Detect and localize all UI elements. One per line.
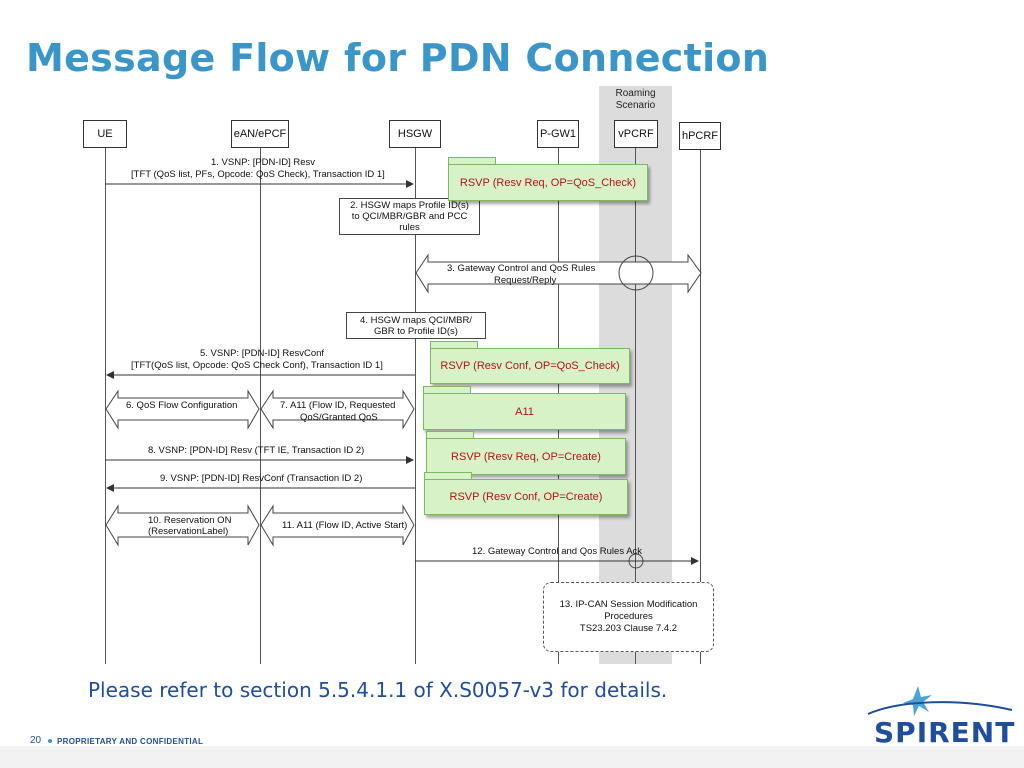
confidentiality-notice: PROPRIETARY AND CONFIDENTIAL [57,737,204,746]
note-rsvp-resv-req-qos-check: RSVP (Resv Req, OP=QoS_Check) [448,164,648,201]
lifeline-ean [260,148,261,664]
section-reference-text: Please refer to section 5.5.4.1.1 of X.S… [88,678,668,702]
step-13-line1: 13. IP-CAN Session Modification [559,599,698,610]
page-number: 20 [30,735,42,746]
entity-hpcrf: hPCRF [679,122,721,150]
msg-1-params: [TFT (QoS list, PFs, Opcode: QoS Check),… [131,169,385,180]
step-2-line1: 2. HSGW maps Profile ID(s) [350,200,469,211]
vpcrf-intercept-circle-2 [628,553,644,569]
msg-12-label: 12. Gateway Control and Qos Rules Ack [472,546,643,557]
msg-9-label: 9. VSNP: [PDN-ID] ResvConf (Transaction … [160,473,363,484]
note-1-tab [448,157,496,165]
msg-7-label-2: QoS/Granted QoS [300,412,378,423]
arrow-msg-7 [260,389,415,430]
step-13-box: 13. IP-CAN Session Modification Procedur… [543,582,714,652]
footer-bullet [48,739,52,743]
vpcrf-intercept-circle-1 [618,255,654,291]
msg-6-label: 6. QoS Flow Configuration [126,400,238,411]
spirent-logo-text: SPIRENT [874,716,1016,749]
lifeline-ue [105,148,106,664]
lifeline-hsgw [415,148,416,664]
note-rsvp-resv-req-create: RSVP (Resv Req, OP=Create) [426,438,626,475]
note-2-tab [430,341,478,349]
msg-10-label: 10. Reservation ON [148,515,232,526]
note-a11: A11 [423,393,626,430]
msg-7-label: 7. A11 (Flow ID, Requested [280,400,396,411]
step-4-line2: GBR to Profile ID(s) [374,325,458,337]
msg-10-label-2: (ReservationLabel) [148,526,229,537]
step-13-line3: TS23.203 Clause 7.4.2 [579,623,678,634]
step-2-line2: to QCI/MBR/GBR and PCC [351,211,468,222]
msg-1-label: 1. VSNP: [PDN-ID] Resv [211,157,315,168]
roaming-label-line2: Scenario [615,100,656,111]
step-2-line3: rules [399,222,420,233]
logo-star-icon [903,686,932,716]
roaming-label-line1: Roaming [615,88,656,99]
entity-hsgw: HSGW [389,120,441,148]
msg-3-label-2: Request/Reply [494,275,557,286]
entity-vpcrf: vPCRF [614,120,658,148]
footer-bar [0,746,1024,768]
msg-8-label: 8. VSNP: [PDN-ID] Resv (TFT IE, Transact… [148,445,365,456]
note-4-tab [426,431,474,439]
arrow-msg-11 [260,504,415,547]
step-4-line1: 4. HSGW maps QCI/MBR/ [360,314,472,326]
note-rsvp-resv-conf-create: RSVP (Resv Conf, OP=Create) [424,479,628,515]
note-3-tab [423,386,471,394]
note-5-tab [424,472,472,480]
note-rsvp-resv-conf-qos-check: RSVP (Resv Conf, OP=QoS_Check) [430,348,630,384]
entity-ue: UE [83,120,127,148]
arrow-msg-6 [105,389,260,430]
msg-11-label: 11. A11 (Flow ID, Active Start) [282,520,408,531]
slide-title: Message Flow for PDN Connection [26,36,770,80]
step-13-line2: Procedures [604,611,653,622]
entity-ean: eAN/ePCF [231,120,289,148]
lifeline-hpcrf [700,150,701,664]
msg-3-label: 3. Gateway Control and QoS Rules [447,263,596,274]
entity-pgw: P-GW1 [537,120,579,148]
arrow-msg-3 [415,253,702,294]
msg-5-params: [TFT(QoS list, Opcode: QoS Check Conf), … [131,360,383,371]
step-4-box: 4. HSGW maps QCI/MBR/ GBR to Profile ID(… [346,312,486,339]
logo-swoosh [867,701,1013,715]
lifeline-vpcrf [635,148,636,664]
arrow-msg-10 [105,504,260,547]
step-2-box: 2. HSGW maps Profile ID(s) to QCI/MBR/GB… [339,198,480,235]
msg-5-label: 5. VSNP: [PDN-ID] ResvConf [200,348,325,359]
roaming-scenario-label: Roaming Scenario [599,88,672,112]
